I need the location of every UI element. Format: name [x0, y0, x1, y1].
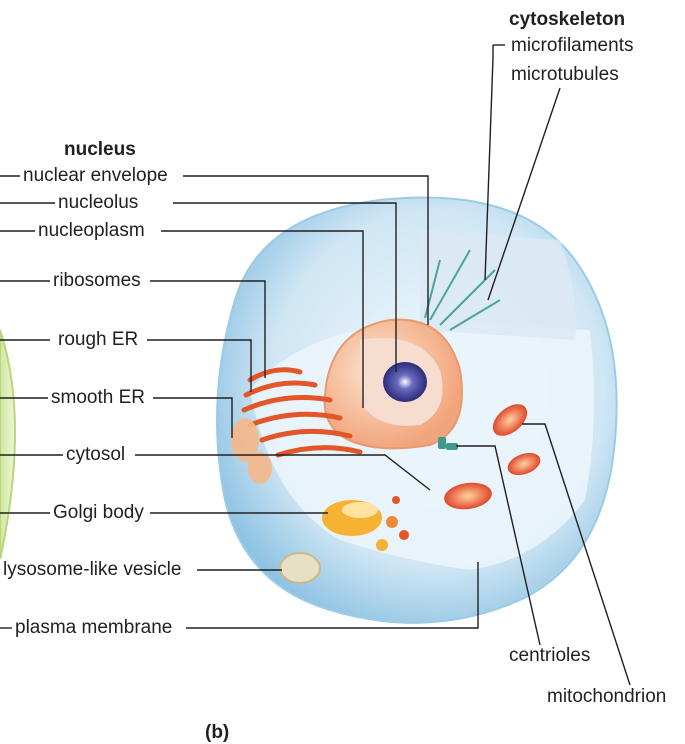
nucleolus-shape — [383, 362, 427, 402]
label-plasma-membrane: plasma membrane — [12, 617, 176, 639]
rough-er-shape — [241, 367, 363, 458]
golgi-body-shape — [322, 496, 409, 551]
leader-lines — [0, 44, 631, 686]
cytoskeleton-wall — [420, 230, 576, 340]
label-rough-er: rough ER — [55, 329, 142, 351]
label-cytosol: cytosol — [63, 444, 129, 466]
label-ribosomes: ribosomes — [50, 270, 144, 292]
label-nucleoplasm: nucleoplasm — [35, 220, 148, 242]
label-smooth-er: smooth ER — [48, 387, 148, 409]
lysosome-vesicle-shape — [279, 552, 321, 584]
label-nucleolus: nucleolus — [55, 192, 142, 214]
panel-label: (b) — [205, 722, 230, 743]
label-lysosome-like-vesicle: lysosome-like vesicle — [0, 559, 185, 581]
smooth-er-shape — [231, 418, 272, 484]
label-microtubules: microtubules — [508, 64, 622, 86]
label-nuclear-envelope: nuclear envelope — [20, 165, 171, 187]
label-mitochondrion: mitochondrion — [544, 686, 670, 708]
label-golgi-body: Golgi body — [50, 502, 147, 524]
nucleus-header: nucleus — [64, 139, 136, 160]
microtubule-strands — [424, 249, 501, 331]
cytoskeleton-header: cytoskeleton — [509, 9, 626, 30]
label-microfilaments: microfilaments — [508, 35, 637, 57]
label-centrioles: centrioles — [506, 645, 594, 667]
centrioles-shape — [438, 437, 458, 450]
adjacent-cell-edge — [0, 329, 16, 561]
mitochondria-shapes — [444, 404, 541, 510]
